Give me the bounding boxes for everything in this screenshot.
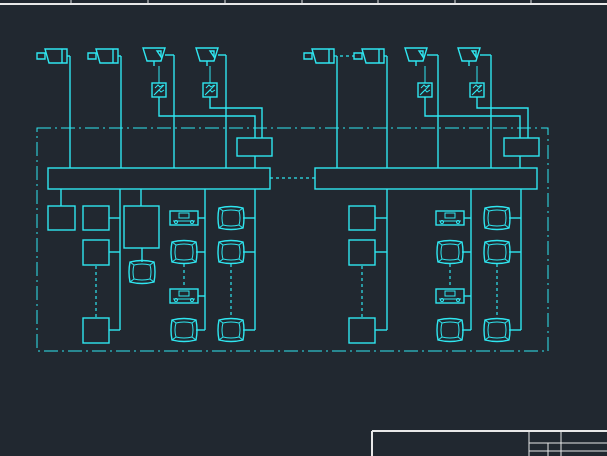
enclosure-boundary xyxy=(36,127,549,352)
relay-box-left xyxy=(236,137,273,157)
sheet-frame xyxy=(0,0,607,5)
bus-bar-right xyxy=(314,167,538,190)
right-lower-devices xyxy=(348,189,522,344)
left-lower-devices xyxy=(47,189,256,344)
bus-bar-left xyxy=(47,167,271,190)
right-top-devices xyxy=(303,47,529,168)
left-top-devices xyxy=(36,47,263,168)
relay-box-right xyxy=(503,137,540,157)
title-block xyxy=(371,430,607,456)
